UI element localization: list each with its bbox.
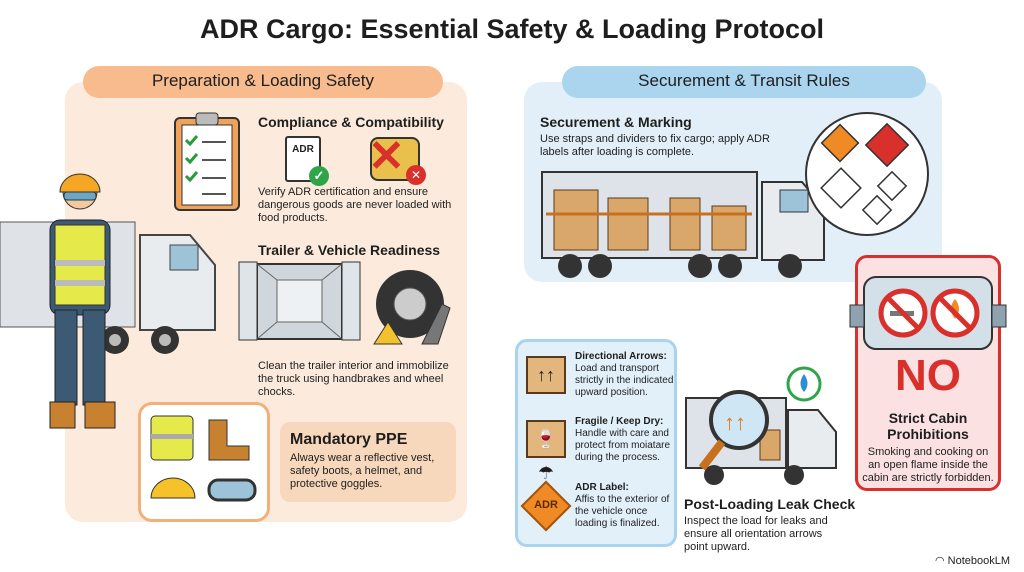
ppe-title: Mandatory PPE — [290, 431, 408, 448]
readiness-text: Clean the trailer interior and immobiliz… — [258, 360, 449, 398]
worker-truck-illustration — [0, 173, 216, 429]
adr-diamond-label: ADR — [534, 499, 558, 511]
open-trailer-icon — [238, 261, 361, 341]
symbol-item: ADR Label:Affis to the exterior of the v… — [575, 482, 675, 530]
this-way-up-icon: ↑↑ — [526, 356, 566, 394]
cabin-text: Smoking and cooking on an open flame ins… — [862, 446, 994, 484]
symbol-title: Fragile / Keep Dry: — [575, 416, 664, 427]
cabin-title: Strict Cabin Prohibitions — [887, 410, 969, 442]
symbol-title: Directional Arrows: — [575, 351, 667, 362]
ppe-text: Always wear a reflective vest, safety bo… — [290, 452, 435, 490]
loaded-truck-illustration — [541, 171, 825, 278]
page-title: ADR Cargo: Essential Safety & Loading Pr… — [199, 14, 825, 44]
symbol-item: Fragile / Keep Dry:Handle with care and … — [575, 416, 675, 464]
symbol-text: Affis to the exterior of the vehicle onc… — [575, 494, 670, 529]
symbol-item: Directional Arrows:Load and transport st… — [575, 351, 677, 399]
symbol-text: Handle with care and protect from moiata… — [575, 428, 671, 463]
symbol-text: Load and transport strictly in the indic… — [575, 363, 674, 398]
compliance-text: Verify ADR certification and ensure dang… — [258, 186, 452, 224]
securement-title: Securement & Marking — [540, 114, 692, 130]
securement-header: Securement & Transit Rules — [562, 66, 926, 98]
brand-label: NotebookLM — [947, 555, 1011, 567]
preparation-header: Preparation & Loading Safety — [83, 66, 443, 98]
clipboard-checklist-icon — [174, 112, 240, 211]
leak-check-illustration: ↑↑ — [685, 366, 837, 485]
ppe-icons — [150, 415, 257, 502]
hazard-diamond-icons — [820, 122, 910, 226]
notebooklm-brand: ◠ NotebookLM — [935, 554, 1010, 567]
adr-document-icon: ADR✓ — [285, 136, 329, 186]
leak-check-text: Inspect the load for leaks and ensure al… — [684, 515, 828, 553]
fragile-keep-dry-icon: 🍷☂ — [526, 420, 566, 483]
svg-text:↑↑: ↑↑ — [724, 410, 746, 435]
cabin-no-smoking-no-flame-icons — [849, 276, 1007, 350]
notebooklm-logo-icon: ◠ — [935, 555, 948, 567]
no-sign-text: NO — [895, 351, 961, 400]
hazard-labels-callout — [805, 112, 929, 236]
ppe-text-box — [280, 422, 456, 502]
readiness-title: Trailer & Vehicle Readiness — [258, 242, 441, 258]
compliance-title: Compliance & Compatibility — [258, 114, 444, 130]
securement-text: Use straps and dividers to fix cargo; ap… — [540, 133, 770, 158]
adr-document-label: ADR — [292, 144, 314, 155]
leak-check-title: Post-Loading Leak Check — [684, 496, 856, 512]
no-food-mixing-icon: ✕✕ — [368, 133, 426, 185]
symbol-title: ADR Label: — [575, 482, 629, 493]
wheel-chock-icon — [373, 270, 451, 345]
